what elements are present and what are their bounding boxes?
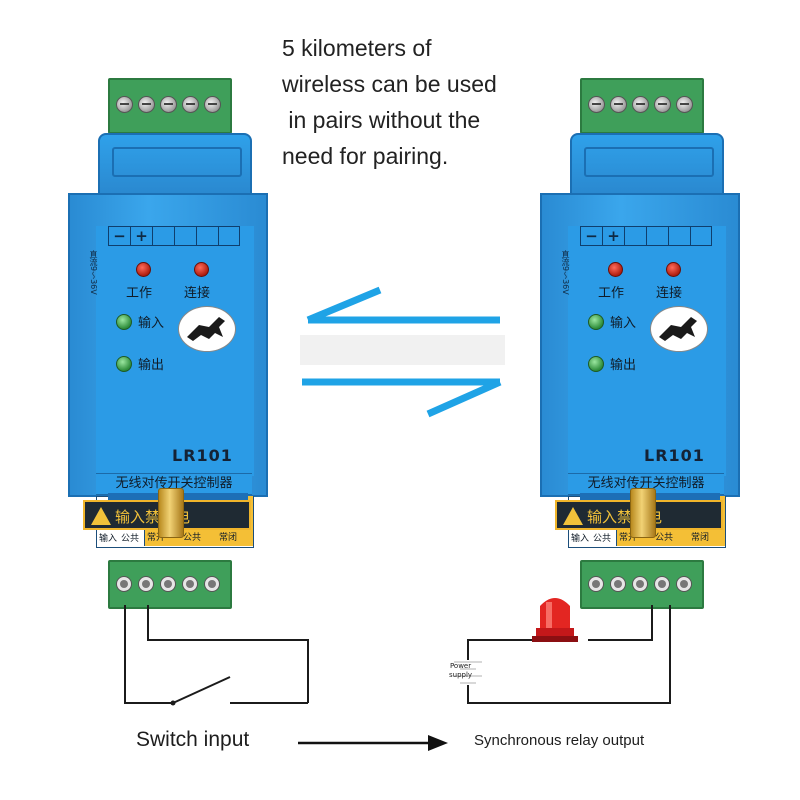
connect-label: 连接 <box>656 286 683 301</box>
model-label: LR101 <box>172 446 233 465</box>
terminal-hole <box>588 576 604 592</box>
horse-logo-icon <box>178 306 236 352</box>
terminal-hole <box>138 576 154 592</box>
terminal-hole <box>160 576 176 592</box>
terminal-screw <box>204 96 221 113</box>
input-led-label: 输入 <box>610 316 637 331</box>
device-top-housing <box>98 133 252 197</box>
antenna-connector <box>158 488 184 538</box>
device-top-housing <box>570 133 724 197</box>
polarity-plus: + <box>603 227 625 245</box>
work-led <box>608 262 623 277</box>
voltage-label: 直流9～36V <box>561 250 570 295</box>
work-led <box>136 262 151 277</box>
terminal-label-no: 常开 <box>147 533 166 543</box>
terminal-screw <box>116 96 133 113</box>
terminal-screw <box>182 96 199 113</box>
terminal-label-common-out: 公共 <box>655 533 674 543</box>
power-terminal-strip: − + <box>580 226 712 246</box>
terminal-label-nc: 常闭 <box>219 533 238 543</box>
headline-line-2: wireless can be used <box>282 71 497 97</box>
terminal-screw <box>588 96 605 113</box>
headline-line-1: 5 kilometers of <box>282 35 432 61</box>
power-supply-line-1: Power <box>449 662 472 670</box>
cropped-top-edge <box>470 0 630 4</box>
work-label: 工作 <box>598 286 625 301</box>
terminal-label-common: 公共 <box>121 534 140 544</box>
model-label: LR101 <box>644 446 705 465</box>
connect-led <box>194 262 209 277</box>
terminal-hole <box>182 576 198 592</box>
connect-led <box>666 262 681 277</box>
terminal-screw <box>654 96 671 113</box>
top-terminal-block <box>580 78 704 134</box>
terminal-screw <box>138 96 155 113</box>
terminal-label-common-out: 公共 <box>183 533 202 543</box>
switch-wiring <box>124 605 309 706</box>
product-name: 无线对传开关控制器 <box>568 473 724 495</box>
top-terminal-block <box>108 78 232 134</box>
terminal-hole <box>610 576 626 592</box>
voltage-label: 直流9～36V <box>89 250 98 295</box>
terminal-hole <box>204 576 220 592</box>
arrow-right-icon <box>298 735 448 751</box>
strip-cell <box>197 227 219 245</box>
work-label: 工作 <box>126 286 153 301</box>
terminal-label-input: 输入 <box>571 534 590 544</box>
output-led-label: 输出 <box>138 358 165 373</box>
strip-cell <box>175 227 197 245</box>
relay-output-label: Synchronous relay output <box>474 732 645 749</box>
receiver-device: − + 直流9～36V 工作 连接 输入 输出 LR101 无线对传开关控制器 … <box>540 78 740 609</box>
device-faceplate: − + 直流9～36V 工作 连接 输入 输出 LR101 无线对传开关控制器 … <box>561 226 726 548</box>
terminal-label-input: 输入 <box>99 534 118 544</box>
terminal-screw <box>610 96 627 113</box>
headline: 5 kilometers of wireless can be used in … <box>282 30 542 174</box>
switch-input-label: Switch input <box>136 728 250 751</box>
strip-cell <box>625 227 647 245</box>
polarity-minus: − <box>109 227 131 245</box>
input-led <box>588 314 604 330</box>
terminal-hole <box>654 576 670 592</box>
input-led <box>116 314 132 330</box>
bottom-terminal-block <box>580 560 704 609</box>
terminal-screw <box>676 96 693 113</box>
bottom-terminal-block <box>108 560 232 609</box>
terminal-screw <box>160 96 177 113</box>
device-faceplate: − + 直流9～36V 工作 连接 输入 输出 LR101 无线对传开关控制器 … <box>89 226 254 548</box>
antenna-connector <box>630 488 656 538</box>
terminal-label-nc: 常闭 <box>691 533 710 543</box>
input-led-label: 输入 <box>138 316 165 331</box>
terminal-hole <box>676 576 692 592</box>
strip-cell <box>691 227 712 245</box>
warning-triangle-icon <box>91 507 111 525</box>
warning-triangle-icon <box>563 507 583 525</box>
strip-cell <box>669 227 691 245</box>
terminal-label-common: 公共 <box>593 534 612 544</box>
output-led <box>588 356 604 372</box>
red-alarm-lamp-icon <box>532 598 578 642</box>
polarity-minus: − <box>581 227 603 245</box>
power-supply-label: Power supply <box>449 662 472 680</box>
strip-cell <box>647 227 669 245</box>
headline-line-4: need for pairing. <box>282 143 449 169</box>
terminal-screw <box>632 96 649 113</box>
power-terminal-strip: − + <box>108 226 240 246</box>
output-led-label: 输出 <box>610 358 637 373</box>
headline-line-3: in pairs without the <box>282 107 481 133</box>
transmitter-device: − + 直流9～36V 工作 连接 输入 输出 LR101 无线对传开关控制器 … <box>68 78 268 609</box>
exchange-arrows-icon <box>300 286 505 418</box>
connect-label: 连接 <box>184 286 211 301</box>
terminal-hole <box>632 576 648 592</box>
horse-logo-icon <box>650 306 708 352</box>
terminal-hole <box>116 576 132 592</box>
terminal-label-no: 常开 <box>619 533 638 543</box>
strip-cell <box>153 227 175 245</box>
output-led <box>116 356 132 372</box>
strip-cell <box>219 227 240 245</box>
power-supply-line-2: supply <box>449 671 473 679</box>
polarity-plus: + <box>131 227 153 245</box>
